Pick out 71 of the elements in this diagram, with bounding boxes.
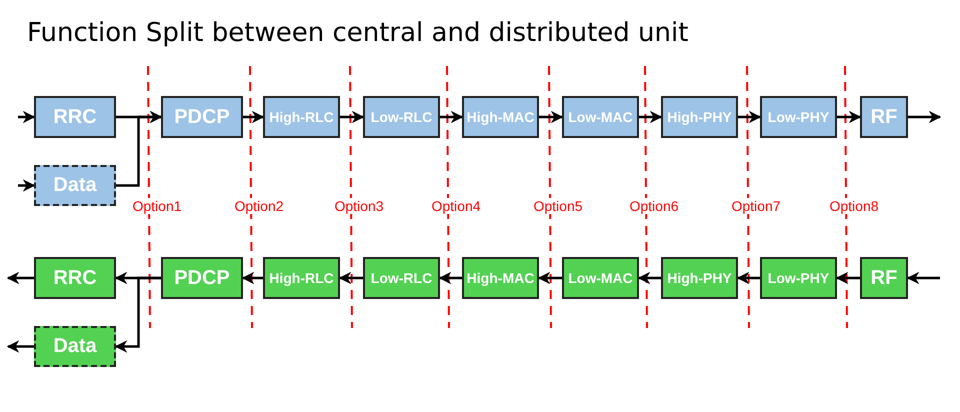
arrow: [440, 110, 464, 124]
function-box: [161, 257, 243, 299]
arrow: [242, 272, 263, 284]
block-label: RF: [870, 106, 898, 128]
block-label: Low-RLC: [370, 109, 432, 125]
block-label: Data: [53, 335, 97, 358]
block-label: RRC: [53, 106, 97, 128]
option-label: Option2: [233, 198, 285, 214]
function-box: [161, 96, 243, 138]
data-box: [34, 165, 116, 206]
option-label: Option8: [828, 198, 880, 214]
block-label: High-RLC: [269, 109, 334, 125]
arrow: [116, 110, 162, 187]
arrow: [639, 110, 662, 124]
arrow: [18, 179, 36, 192]
arrow: [438, 272, 462, 284]
arrow: [638, 272, 661, 284]
arrow: [906, 272, 940, 284]
block-label: High-PHY: [667, 109, 732, 125]
block-label: Low-MAC: [568, 270, 633, 286]
arrow: [340, 110, 364, 124]
arrow: [338, 272, 363, 284]
block-label: RF: [870, 266, 898, 290]
option-label: Option6: [628, 198, 680, 214]
function-box: [562, 96, 639, 138]
block-label: High-PHY: [667, 270, 732, 286]
block-label: Low-PHY: [768, 270, 830, 286]
arrow: [243, 110, 264, 124]
option-label: Option4: [430, 198, 482, 214]
arrow: [538, 272, 562, 284]
arrow: [6, 340, 34, 353]
arrow: [908, 110, 942, 124]
function-box: [860, 257, 908, 299]
block-label: High-MAC: [466, 109, 534, 125]
function-box: [462, 257, 539, 299]
block-label: Low-RLC: [370, 270, 432, 286]
block-label: Low-MAC: [568, 109, 633, 125]
option-label: Option3: [333, 198, 385, 214]
option-label: Option7: [730, 198, 782, 214]
block-label: PDCP: [174, 266, 230, 290]
arrow: [18, 110, 36, 124]
function-box: [860, 96, 908, 138]
function-box: [562, 257, 639, 299]
arrow: [736, 272, 760, 284]
function-box: [462, 96, 539, 138]
function-box: [263, 96, 340, 138]
function-box: [34, 96, 116, 138]
block-label: Low-PHY: [768, 109, 830, 125]
option-label: Option5: [532, 198, 584, 214]
function-box: [34, 257, 116, 299]
function-box: [661, 257, 738, 299]
function-box: [363, 257, 440, 299]
arrow: [738, 110, 762, 124]
title: Function Split between central and distributed unit: [27, 18, 688, 48]
arrow: [114, 276, 161, 353]
block-label: PDCP: [174, 106, 230, 128]
option-label: Option1: [131, 198, 183, 214]
data-box: [34, 326, 116, 367]
function-box: [760, 257, 837, 299]
block-label: Data: [53, 174, 97, 197]
block-label: High-RLC: [269, 270, 334, 286]
function-box: [661, 96, 738, 138]
block-label: High-MAC: [466, 270, 534, 286]
function-box: [760, 96, 837, 138]
function-box: [363, 96, 440, 138]
block-label: RRC: [53, 266, 97, 290]
arrow: [6, 272, 34, 284]
arrow: [539, 110, 564, 124]
arrow: [837, 110, 862, 124]
function-box: [263, 257, 340, 299]
arrow: [836, 272, 860, 284]
